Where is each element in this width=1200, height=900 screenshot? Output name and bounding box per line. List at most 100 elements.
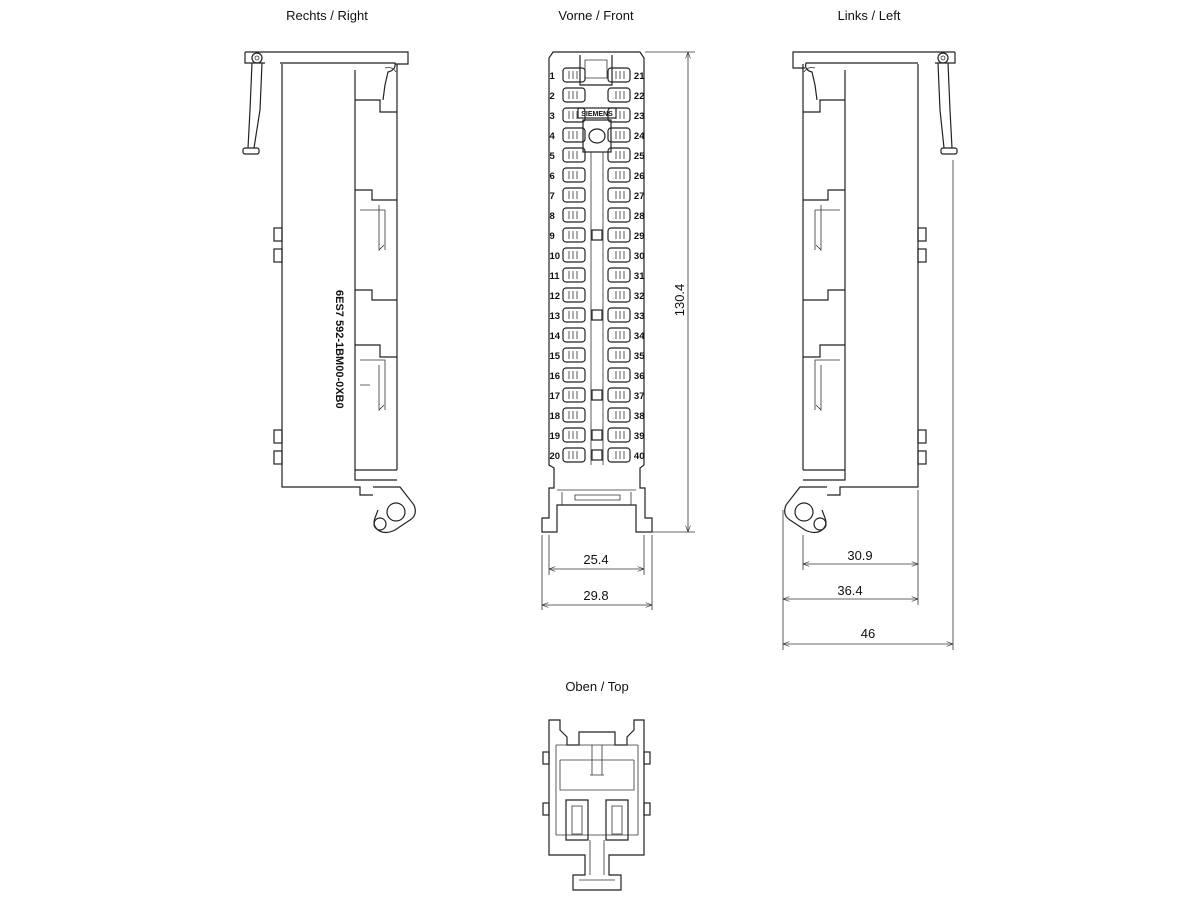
center-marker	[591, 389, 603, 401]
clamp-slots	[568, 131, 578, 139]
pin-label-left: 10	[550, 251, 561, 262]
terminal-clamp-right	[607, 267, 631, 283]
terminal-clamp-left	[562, 67, 586, 83]
pin-label-right: 24	[634, 131, 645, 142]
clamp-slots	[615, 191, 625, 199]
pin-label-right: 34	[634, 331, 645, 342]
clamp-slots	[615, 251, 625, 259]
clamp-slots	[615, 351, 625, 359]
clamp-slots	[568, 151, 578, 159]
clamp-slots	[615, 391, 625, 399]
clamp-slots	[568, 251, 578, 259]
terminal-clamp-left	[562, 307, 586, 323]
dim-left-depth-3: 46	[861, 626, 875, 641]
terminal-clamp-left	[562, 107, 586, 123]
terminal-clamp-left	[562, 127, 586, 143]
pin-label-left: 12	[550, 291, 561, 302]
view-title-left: Links / Left	[838, 8, 901, 23]
clamp-slots	[615, 411, 625, 419]
pin-label-right: 23	[634, 111, 645, 122]
clamp-slots	[568, 431, 578, 439]
pin-label-left: 15	[550, 351, 561, 362]
terminal-clamp-right	[607, 247, 631, 263]
terminal-clamp-left	[562, 227, 586, 243]
right-side-view: 6ES7 592-1BM00-0XB0	[242, 51, 416, 534]
terminal-clamp-right	[607, 407, 631, 423]
terminal-clamp-right	[607, 127, 631, 143]
clamp-slots	[615, 451, 625, 459]
clamp-slots	[615, 211, 625, 219]
pin-label-right: 37	[634, 391, 645, 402]
pin-label-left: 19	[550, 431, 561, 442]
clamp-slots	[615, 431, 625, 439]
clamp-slots	[568, 331, 578, 339]
pin-label-left: 4	[550, 131, 556, 142]
terminal-clamp-left	[562, 347, 586, 363]
view-title-top: Oben / Top	[565, 679, 628, 694]
pin-label-right: 32	[634, 291, 645, 302]
terminal-clamp-left	[562, 447, 586, 463]
terminal-clamp-left	[562, 147, 586, 163]
clamp-slots	[568, 211, 578, 219]
clamp-slots	[568, 271, 578, 279]
clamp-slots	[568, 351, 578, 359]
pin-label-right: 30	[634, 251, 645, 262]
clamp-slots	[568, 411, 578, 419]
pin-label-left: 9	[550, 231, 555, 242]
clamp-slots	[615, 151, 625, 159]
pin-label-left: 18	[550, 411, 561, 422]
pin-label-left: 1	[550, 71, 556, 82]
pin-label-left: 5	[550, 151, 556, 162]
pin-label-right: 21	[634, 71, 645, 82]
terminal-clamp-right	[607, 167, 631, 183]
terminal-clamp-left	[562, 387, 586, 403]
view-title-right: Rechts / Right	[286, 8, 368, 23]
terminal-clamp-left	[562, 87, 586, 103]
clamp-slots	[615, 371, 625, 379]
clamp-slots	[568, 231, 578, 239]
pin-label-left: 3	[550, 111, 555, 122]
clamp-slots	[568, 451, 578, 459]
dim-left-depth-1: 30.9	[847, 548, 872, 563]
pin-label-left: 20	[550, 451, 561, 462]
clamp-slots	[568, 371, 578, 379]
pin-label-right: 22	[634, 91, 645, 102]
clamp-slots	[615, 331, 625, 339]
pin-label-right: 38	[634, 411, 645, 422]
terminal-clamp-right	[607, 367, 631, 383]
pin-label-right: 33	[634, 311, 645, 322]
pin-label-left: 6	[550, 171, 555, 182]
center-marker	[591, 229, 603, 241]
clamp-slots	[615, 311, 625, 319]
clamp-slots	[568, 171, 578, 179]
terminal-clamp-right	[607, 327, 631, 343]
pin-label-left: 2	[550, 91, 555, 102]
terminal-clamp-right	[607, 147, 631, 163]
clamp-slots	[615, 71, 625, 79]
center-marker	[591, 449, 603, 461]
label-plate: SIEMENS	[581, 111, 613, 118]
terminal-clamp-right	[607, 107, 631, 123]
clamp-slots	[615, 291, 625, 299]
terminal-clamp-right	[607, 387, 631, 403]
terminal-clamp-right	[607, 187, 631, 203]
terminal-clamp-left	[562, 427, 586, 443]
terminal-clamp-right	[607, 347, 631, 363]
clamp-slots	[615, 111, 625, 119]
view-title-front: Vorne / Front	[558, 8, 634, 23]
terminal-clamp-right	[607, 227, 631, 243]
pin-label-right: 29	[634, 231, 645, 242]
terminal-clamp-left	[562, 367, 586, 383]
clamp-slots	[615, 131, 625, 139]
pin-label-right: 40	[634, 451, 645, 462]
clamp-slots	[615, 271, 625, 279]
pin-label-left: 11	[550, 271, 561, 282]
terminal-clamp-left	[562, 327, 586, 343]
pin-label-left: 7	[550, 191, 555, 202]
pin-label-right: 36	[634, 371, 645, 382]
dim-front-outer-width: 29.8	[583, 588, 608, 603]
terminal-clamp-left	[562, 267, 586, 283]
